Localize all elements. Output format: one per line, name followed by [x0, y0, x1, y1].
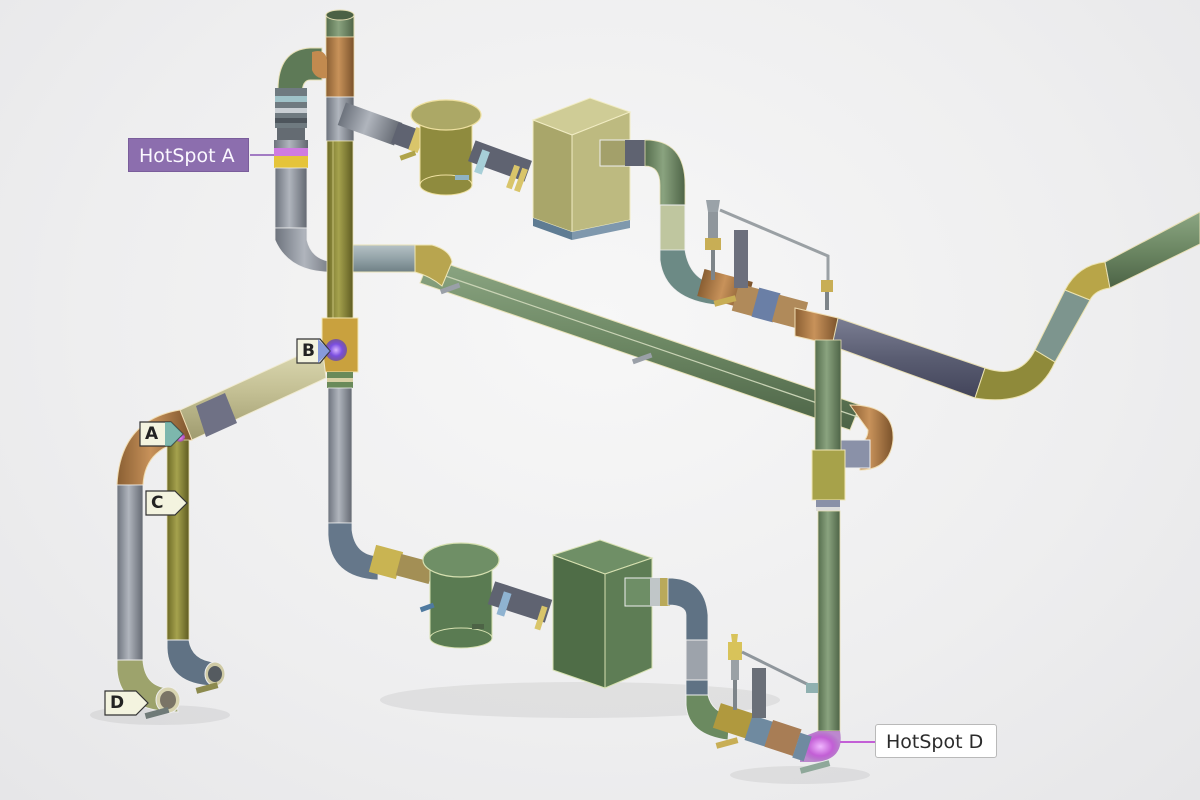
- right-outlet-pipe: [794, 211, 1200, 401]
- upper-control-valve-assembly: [697, 200, 833, 330]
- main-riser: [312, 9, 379, 581]
- hotspot-d-callout[interactable]: HotSpot D: [875, 724, 997, 758]
- tag-b[interactable]: B: [296, 338, 331, 364]
- left-branch: [116, 344, 327, 720]
- upper-branch: [337, 97, 721, 306]
- tag-c-shape: [145, 490, 188, 516]
- tag-d[interactable]: D: [104, 690, 149, 716]
- lower-tank: [551, 539, 654, 689]
- tag-c[interactable]: C: [145, 490, 189, 516]
- upper-tank: [531, 97, 632, 240]
- tag-d-shape: [104, 690, 149, 716]
- upper-strainer: [399, 99, 482, 196]
- lower-control-valve-assembly: [712, 634, 818, 762]
- tag-b-shape: [296, 338, 331, 364]
- tag-a-shape: [139, 421, 184, 447]
- lower-branch: [368, 539, 731, 741]
- hotspot-a-callout[interactable]: HotSpot A: [128, 138, 249, 172]
- main-header-pipe: [339, 244, 894, 471]
- lower-strainer: [419, 542, 500, 649]
- tag-a[interactable]: A: [139, 421, 184, 447]
- right-riser: [799, 339, 875, 774]
- left-hook-riser: [250, 47, 341, 273]
- hotspot-b-marker[interactable]: [325, 339, 347, 361]
- hotspot-a-marker[interactable]: [274, 148, 308, 156]
